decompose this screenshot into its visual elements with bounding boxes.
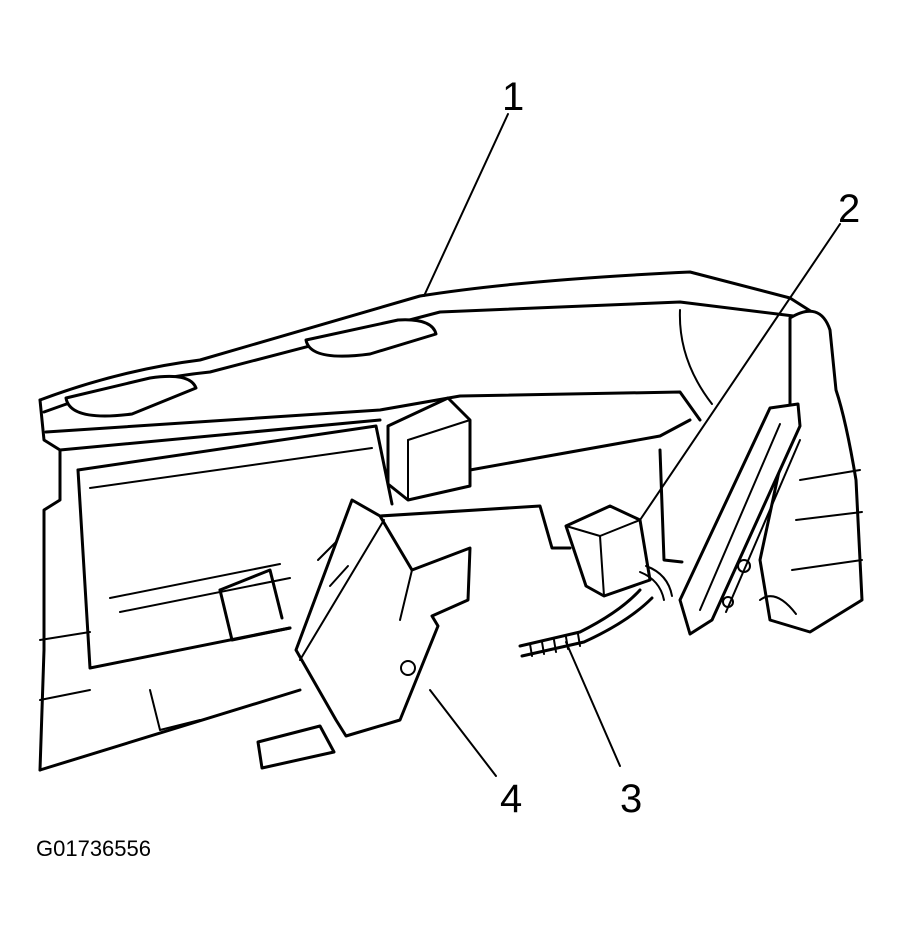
leader-3 <box>565 641 621 767</box>
leader-1 <box>423 113 509 297</box>
mounting-bracket <box>256 498 472 770</box>
callout-1-label: 1 <box>502 75 524 119</box>
instrument-panel <box>38 270 864 772</box>
leader-4 <box>429 689 497 777</box>
callout-3-label: 3 <box>620 777 642 821</box>
wiring-harness <box>518 565 673 658</box>
callout-2-label: 2 <box>838 187 860 231</box>
callout-4-label: 4 <box>500 777 522 821</box>
connector-bracket <box>564 402 802 636</box>
leader-2 <box>639 223 841 521</box>
callout-leaders <box>423 113 841 777</box>
figure-id: G01736556 <box>36 836 151 861</box>
